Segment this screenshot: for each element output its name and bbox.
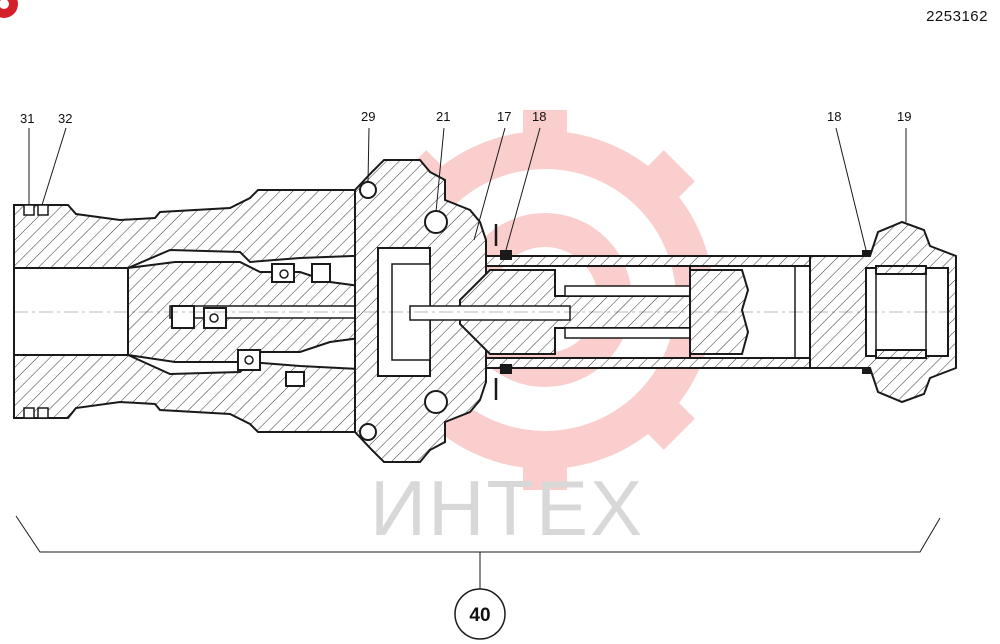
ball-29-lower bbox=[359, 423, 377, 441]
callout-32: 32 bbox=[58, 111, 72, 126]
callout-19: 19 bbox=[897, 109, 911, 124]
callout-leaders bbox=[28, 127, 907, 251]
tube-wall-upper bbox=[485, 255, 811, 267]
check-ball-lower-pin bbox=[244, 355, 254, 365]
corner-logo bbox=[0, 0, 18, 18]
check-ball-upper-pin bbox=[279, 269, 289, 279]
callout-29: 29 bbox=[361, 109, 375, 124]
screw-32-upper bbox=[37, 204, 49, 216]
assembly-number: 40 bbox=[469, 605, 490, 626]
callout-labels: 31 32 29 21 17 18 18 19 bbox=[20, 109, 911, 126]
ball-29-upper bbox=[359, 181, 377, 199]
plug-left bbox=[171, 305, 195, 329]
check-ball-lower bbox=[237, 349, 261, 371]
callout-17: 17 bbox=[497, 109, 511, 124]
screw-31-lower bbox=[23, 407, 35, 419]
seal-18-left-lower bbox=[500, 364, 512, 374]
piston-rod bbox=[409, 305, 571, 321]
ball-21-lower bbox=[424, 390, 448, 414]
callout-31: 31 bbox=[20, 111, 34, 126]
callout-21: 21 bbox=[436, 109, 450, 124]
plug-lower bbox=[285, 371, 305, 387]
callout-18-right: 18 bbox=[827, 109, 841, 124]
pin-left-dot bbox=[209, 313, 219, 323]
callout-18-left: 18 bbox=[532, 109, 546, 124]
tube-wall-lower bbox=[485, 357, 811, 369]
left-bore bbox=[13, 267, 129, 356]
assembly-circle bbox=[454, 588, 506, 640]
document-number: 2253162 bbox=[926, 8, 988, 25]
plug-upper bbox=[311, 263, 331, 283]
check-ball-upper bbox=[271, 263, 295, 283]
rod-slot-upper bbox=[564, 285, 701, 297]
valve-cross-section bbox=[13, 159, 957, 463]
left-housing-upper bbox=[13, 189, 379, 269]
screw-31-upper bbox=[23, 204, 35, 216]
left-housing-lower bbox=[13, 354, 379, 433]
pin-left bbox=[203, 307, 227, 329]
ball-21-upper bbox=[424, 210, 448, 234]
watermark-text: ИНТЕХ bbox=[370, 464, 644, 552]
end-nut-ring-upper bbox=[875, 265, 927, 275]
screw-32-lower bbox=[37, 407, 49, 419]
end-nut-ring-lower bbox=[875, 349, 927, 359]
rod-slot-lower bbox=[564, 327, 701, 339]
seal-18-left-upper bbox=[500, 250, 512, 260]
